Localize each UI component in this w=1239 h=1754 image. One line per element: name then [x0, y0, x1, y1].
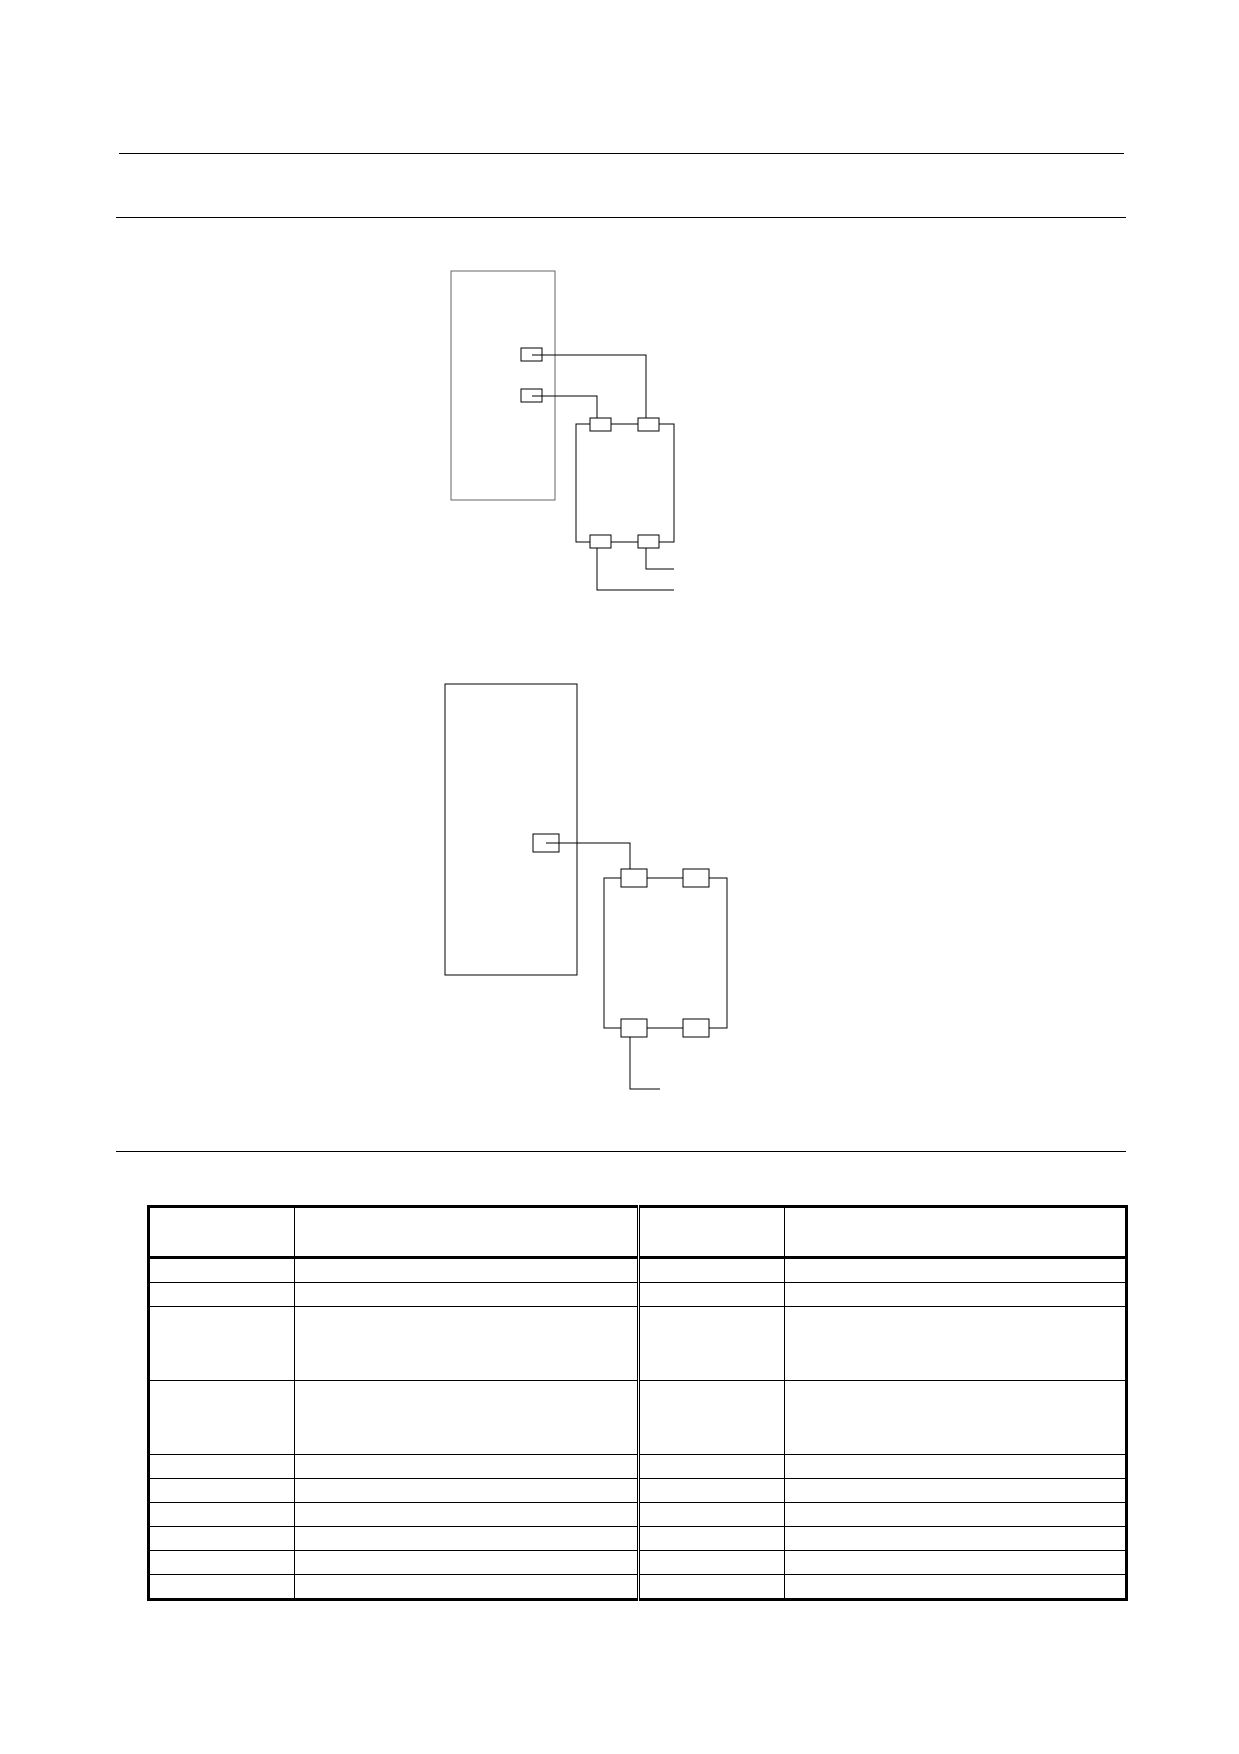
diagram-1-wire-1	[532, 354, 647, 418]
header-rule	[119, 153, 1124, 154]
table-cell	[294, 1282, 639, 1307]
diagram-1-module-pin-bottom-right	[637, 534, 660, 549]
table-cell	[294, 1550, 639, 1575]
table-header-cell	[637, 1206, 785, 1259]
table-cell	[637, 1454, 785, 1479]
table-row	[148, 1574, 1127, 1600]
diagram-1-lead-out-1	[645, 548, 674, 570]
table-cell	[294, 1306, 639, 1381]
specification-table	[147, 1205, 1128, 1601]
table-cell	[148, 1454, 295, 1479]
diagram-1-module-pin-top-left	[589, 417, 612, 432]
table-header-cell	[148, 1206, 295, 1259]
table-cell	[637, 1550, 785, 1575]
table-cell	[294, 1380, 639, 1455]
table-row	[148, 1282, 1127, 1307]
table-row	[148, 1526, 1127, 1551]
diagram-2-wire-1	[546, 842, 631, 869]
diagram-2	[444, 683, 728, 1090]
diagram-2-module-box	[603, 877, 728, 1029]
diagram-1-wire-2	[532, 395, 598, 418]
table-cell	[148, 1306, 295, 1381]
table-cell	[637, 1282, 785, 1307]
table-cell	[784, 1257, 1127, 1283]
table-row	[148, 1257, 1127, 1283]
table-cell	[637, 1502, 785, 1527]
table-cell	[294, 1502, 639, 1527]
table-row	[148, 1380, 1127, 1455]
table-cell	[294, 1526, 639, 1551]
table-row	[148, 1306, 1127, 1381]
table-cell	[148, 1380, 295, 1455]
diagram-2-lead-out-1	[629, 1037, 660, 1090]
diagram-2-module-pin-bottom-right	[682, 1018, 710, 1038]
table-cell	[294, 1478, 639, 1503]
diagram-1-controller-box	[450, 270, 556, 501]
diagram-1-module-pin-top-right	[637, 417, 660, 432]
table-cell	[637, 1306, 785, 1381]
table-cell	[148, 1574, 295, 1600]
table-header-row	[148, 1206, 1127, 1259]
diagram-1-lead-out-2	[596, 548, 674, 591]
table-cell	[784, 1502, 1127, 1527]
diagram-2-controller-box	[444, 683, 578, 976]
table-cell	[784, 1478, 1127, 1503]
table-cell	[294, 1454, 639, 1479]
diagram-2-module-pin-top-left	[620, 868, 648, 888]
table-cell	[784, 1454, 1127, 1479]
table-cell	[294, 1257, 639, 1283]
table-cell	[294, 1574, 639, 1600]
table-cell	[637, 1380, 785, 1455]
table-row	[148, 1502, 1127, 1527]
table-cell	[637, 1478, 785, 1503]
section-rule-diagrams	[116, 217, 1126, 218]
section-rule-table	[116, 1151, 1126, 1152]
table-row	[148, 1550, 1127, 1575]
table-cell	[784, 1526, 1127, 1551]
diagram-1	[450, 270, 675, 591]
table-cell	[784, 1550, 1127, 1575]
table-header-cell	[294, 1206, 639, 1259]
wiring-diagrams	[444, 270, 728, 1090]
table-cell	[784, 1306, 1127, 1381]
table-header-cell	[784, 1206, 1127, 1259]
table-row	[148, 1478, 1127, 1503]
table-cell	[148, 1526, 295, 1551]
table-cell	[784, 1380, 1127, 1455]
diagram-2-module-pin-top-right	[682, 868, 710, 888]
diagram-2-module-pin-bottom-left	[620, 1018, 648, 1038]
table-row	[148, 1454, 1127, 1479]
table-cell	[784, 1574, 1127, 1600]
table-cell	[637, 1526, 785, 1551]
table-cell	[637, 1257, 785, 1283]
table-cell	[784, 1282, 1127, 1307]
table-cell	[148, 1550, 295, 1575]
table-cell	[148, 1257, 295, 1283]
table-cell	[148, 1282, 295, 1307]
table-cell	[637, 1574, 785, 1600]
diagram-1-module-box	[575, 423, 675, 543]
table-cell	[148, 1502, 295, 1527]
diagram-1-module-pin-bottom-left	[589, 534, 612, 549]
table-cell	[148, 1478, 295, 1503]
